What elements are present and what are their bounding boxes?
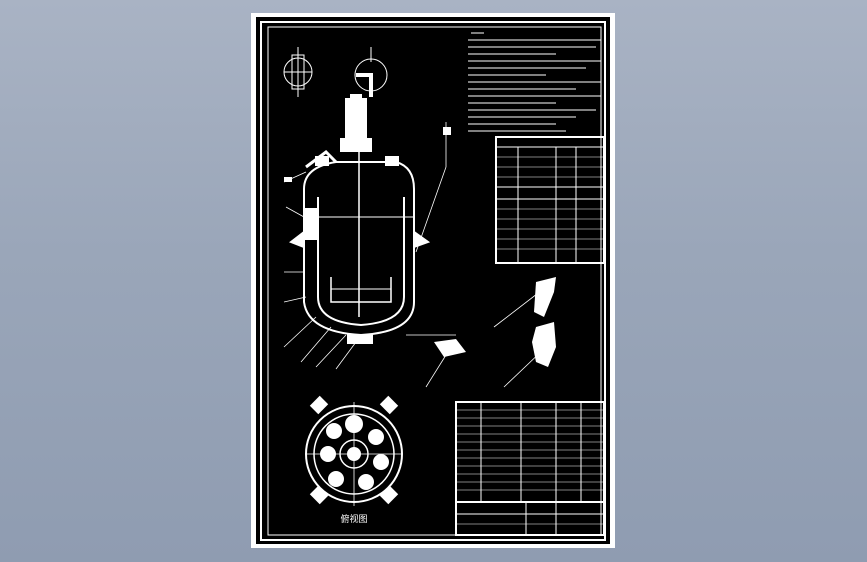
nozzle-detail-1 (534, 277, 556, 317)
spec-table-rows (496, 156, 604, 250)
title-border (267, 26, 602, 536)
inner-frame (260, 21, 606, 541)
detail-view-1 (283, 47, 313, 97)
nozzle-detail-2 (532, 322, 556, 367)
top-view-caption: 俯视图 (340, 513, 367, 525)
label-box (284, 177, 292, 182)
detail-view-2 (354, 47, 388, 97)
spec-table (495, 136, 605, 264)
top-view (305, 402, 403, 506)
technical-notes (468, 32, 601, 132)
reactor-vessel (288, 94, 431, 344)
nozzle-detail-3 (434, 339, 466, 357)
top-view-lugs (309, 395, 399, 505)
label-box (443, 127, 451, 135)
parts-list (455, 401, 605, 536)
parts-list-rows (456, 409, 604, 525)
cad-drawing-area[interactable]: 俯视图 (256, 17, 610, 544)
